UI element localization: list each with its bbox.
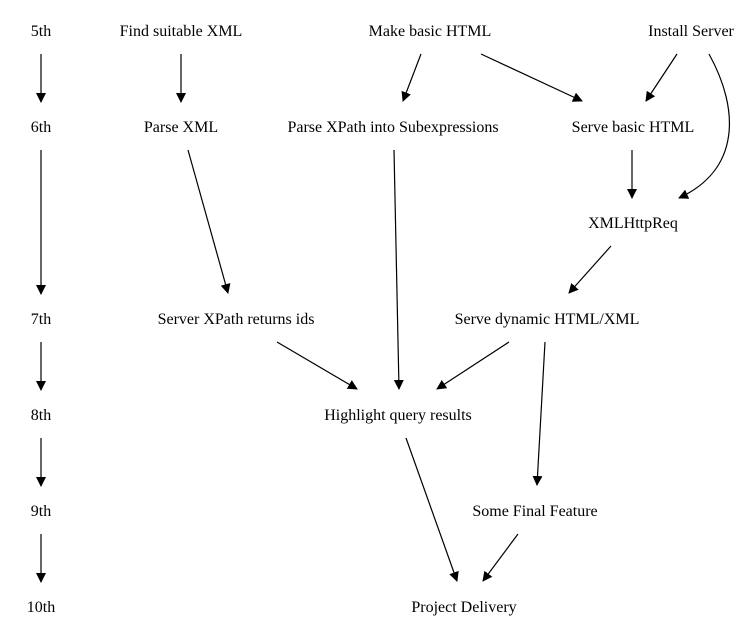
task-parse-xpath: Parse XPath into Subexpressions (287, 119, 498, 136)
edge-serve-dynamic-final-feature (532, 341, 546, 486)
edge-install-server-xmlhttpreq (678, 53, 731, 199)
task-final-feature: Some Final Feature (472, 503, 597, 520)
week-5-label: 5th (31, 23, 51, 40)
task-find-xml: Find suitable XML (120, 23, 243, 40)
week-9-label: 9th (31, 503, 51, 520)
edge-make-html-serve-basic (480, 53, 583, 102)
edge-final-feature-delivery (482, 533, 519, 582)
week-10-label: 10th (27, 599, 55, 616)
task-server-xpath: Server XPath returns ids (158, 311, 315, 328)
edge-server-xpath-highlight (276, 341, 358, 390)
task-serve-basic-html: Serve basic HTML (572, 119, 695, 136)
task-make-html: Make basic HTML (369, 23, 492, 40)
edge-install-server-serve-basic (645, 53, 678, 102)
edges (36, 53, 731, 583)
week-6-label: 6th (31, 119, 51, 136)
edge-xmlhttpreq-serve-dynamic (568, 245, 612, 294)
timeline: 5th 6th 7th 8th 9th 10th (27, 23, 55, 616)
task-xmlhttpreq: XMLHttpReq (588, 215, 678, 232)
edge-serve-dynamic-highlight (436, 341, 510, 390)
tasks: Find suitable XML Make basic HTML Instal… (120, 23, 735, 616)
edge-highlight-delivery (405, 437, 459, 582)
task-delivery: Project Delivery (411, 599, 516, 616)
task-install-server: Install Server (648, 23, 734, 40)
week-8-label: 8th (31, 407, 51, 424)
edge-parse-xml-server-xpath (187, 149, 231, 294)
edge-parse-xpath-highlight (393, 149, 404, 390)
task-serve-dynamic: Serve dynamic HTML/XML (455, 311, 640, 328)
week-7-label: 7th (31, 311, 51, 328)
task-highlight: Highlight query results (324, 407, 472, 424)
edge-make-html-parse-xpath (401, 53, 422, 102)
task-parse-xml: Parse XML (144, 119, 218, 136)
